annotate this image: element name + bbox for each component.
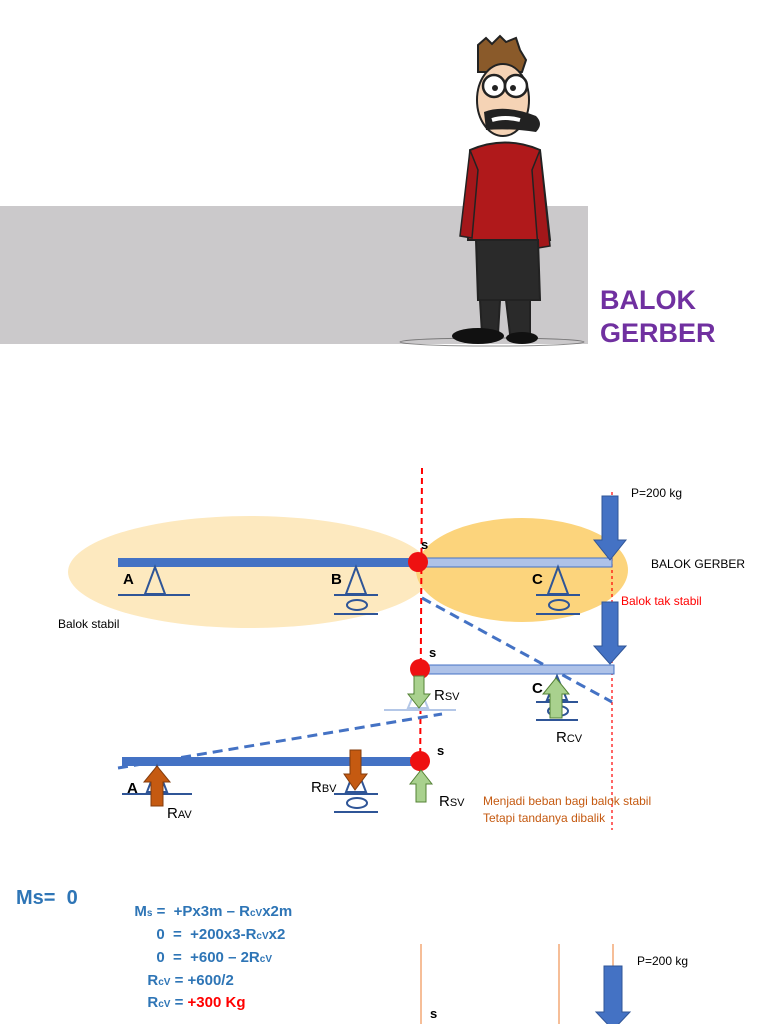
rav-arrow-up bbox=[142, 765, 172, 807]
unstable-beam-1 bbox=[419, 557, 613, 568]
note-line-2: Tetapi tandanya dibalik bbox=[483, 811, 606, 825]
balok-tak-stabil-label: Balok tak stabil bbox=[621, 594, 702, 608]
rav-label: RAV bbox=[167, 805, 192, 822]
point-c-label: C bbox=[532, 571, 543, 588]
bottom-load-arrow bbox=[594, 965, 632, 1024]
character-illustration bbox=[399, 34, 585, 347]
equation-line-4: RcV = +600/2 bbox=[147, 972, 234, 989]
rsv-arrow-up bbox=[408, 769, 434, 803]
equation-line-1: Ms = +Px3m – RcVx2m bbox=[134, 903, 293, 920]
support-a bbox=[118, 564, 190, 596]
point-a-label-2: A bbox=[127, 780, 138, 797]
balok-gerber-label: BALOK GERBER bbox=[651, 557, 745, 571]
rsv-label-2: RSV bbox=[439, 793, 465, 810]
unstable-beam-2 bbox=[419, 664, 615, 675]
rsv-arrow-down bbox=[406, 675, 432, 709]
bottom-hinge-s-label: s bbox=[430, 1006, 437, 1021]
hinge-s-1 bbox=[408, 552, 428, 572]
bottom-load-label: P=200 kg bbox=[637, 954, 688, 968]
equation-line-5: RcV = +300 Kg bbox=[147, 994, 246, 1011]
hinge-s-label-1: s bbox=[421, 537, 428, 552]
note-line-1: Menjadi beban bagi balok stabil bbox=[483, 794, 651, 808]
ms-equals-zero: Ms= 0 bbox=[16, 887, 78, 909]
rcv-arrow-up bbox=[541, 677, 571, 719]
deflection-line-1 bbox=[421, 596, 613, 704]
rcv-label: RCV bbox=[556, 729, 583, 746]
balok-stabil-label: Balok stabil bbox=[58, 617, 119, 631]
stable-beam-1 bbox=[118, 558, 420, 567]
equation-line-3: 0 = +600 – 2RcV bbox=[156, 949, 272, 966]
title-line-2: GERBER bbox=[600, 318, 716, 348]
equation-line-2: 0 = +200x3-RcVx2 bbox=[156, 926, 286, 943]
hinge-s-2 bbox=[410, 659, 430, 679]
load-arrow-p bbox=[592, 495, 628, 561]
title-line-1: BALOK bbox=[600, 285, 696, 315]
rsv-label-1: RSV bbox=[434, 687, 460, 704]
rbv-label: RBV bbox=[311, 779, 337, 796]
support-b bbox=[334, 564, 378, 615]
stable-beam-2 bbox=[122, 757, 420, 766]
rbv-arrow-down bbox=[343, 749, 368, 791]
stable-zone-ellipse bbox=[68, 516, 432, 628]
slide-title: BALOK GERBER bbox=[600, 284, 716, 350]
load-label: P=200 kg bbox=[631, 486, 682, 500]
hinge-s-3 bbox=[410, 751, 430, 771]
result-value: +300 Kg bbox=[187, 994, 246, 1011]
point-c-label-2: C bbox=[532, 680, 543, 697]
point-b-label: B bbox=[331, 571, 342, 588]
support-c bbox=[536, 564, 580, 615]
hinge-s-label-3: s bbox=[437, 743, 444, 758]
point-a-label: A bbox=[123, 571, 134, 588]
load-arrow-p-2 bbox=[592, 601, 628, 665]
hinge-dashed-line bbox=[419, 467, 423, 791]
unstable-zone-ellipse bbox=[416, 518, 628, 622]
hinge-s-label-2: s bbox=[429, 645, 436, 660]
